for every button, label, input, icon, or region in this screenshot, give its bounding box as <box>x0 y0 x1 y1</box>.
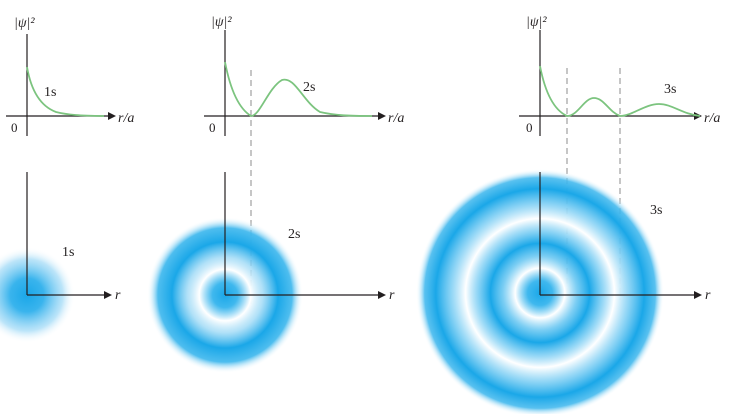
cloud-diagram-3s: r 3s <box>416 169 711 414</box>
x-axis-label-2s: r/a <box>388 111 404 126</box>
x-axis-arrow-1s <box>108 112 116 120</box>
x-axis-label-3s: r/a <box>704 111 720 126</box>
cloud-r-label-3s: r <box>705 288 711 303</box>
density-curve-3s <box>539 65 701 117</box>
cloud-r-label-1s: r <box>115 288 121 303</box>
origin-label-1s: 0 <box>11 120 18 135</box>
curve-label-3s: 3s <box>664 82 676 97</box>
panel-1s: |ψ|² r/a 0 1s r 1s <box>0 16 134 343</box>
cloud-label-2s: 2s <box>288 227 300 242</box>
panel-2s: |ψ|² r/a 0 2s r 2s <box>147 15 404 373</box>
cloud-label-3s: 3s <box>650 203 662 218</box>
cloud-diagram-1s: r 1s <box>0 172 121 343</box>
x-axis-arrow-2s <box>378 112 386 120</box>
density-curve-2s <box>224 61 373 117</box>
curve-label-1s: 1s <box>44 85 56 100</box>
y-axis-label-2s: |ψ|² <box>211 15 232 30</box>
density-plot-1s: |ψ|² r/a 0 1s <box>6 16 134 136</box>
cloud-label-1s: 1s <box>62 245 74 260</box>
density-curve-1s <box>26 66 105 117</box>
cloud-r-axis-arrow-2s <box>378 291 386 299</box>
cloud-r-axis-arrow-1s <box>104 291 112 299</box>
curve-label-2s: 2s <box>303 80 315 95</box>
cloud-diagram-2s: r 2s <box>147 172 395 373</box>
cloud-r-axis-arrow-3s <box>694 291 702 299</box>
x-axis-label-1s: r/a <box>118 111 134 126</box>
cloud-r-label-2s: r <box>389 288 395 303</box>
panel-3s: |ψ|² r/a 0 3s r 3s <box>416 15 720 414</box>
y-axis-label-3s: |ψ|² <box>526 15 547 30</box>
origin-label-3s: 0 <box>526 120 533 135</box>
origin-label-2s: 0 <box>209 120 216 135</box>
y-axis-label-1s: |ψ|² <box>14 16 35 31</box>
